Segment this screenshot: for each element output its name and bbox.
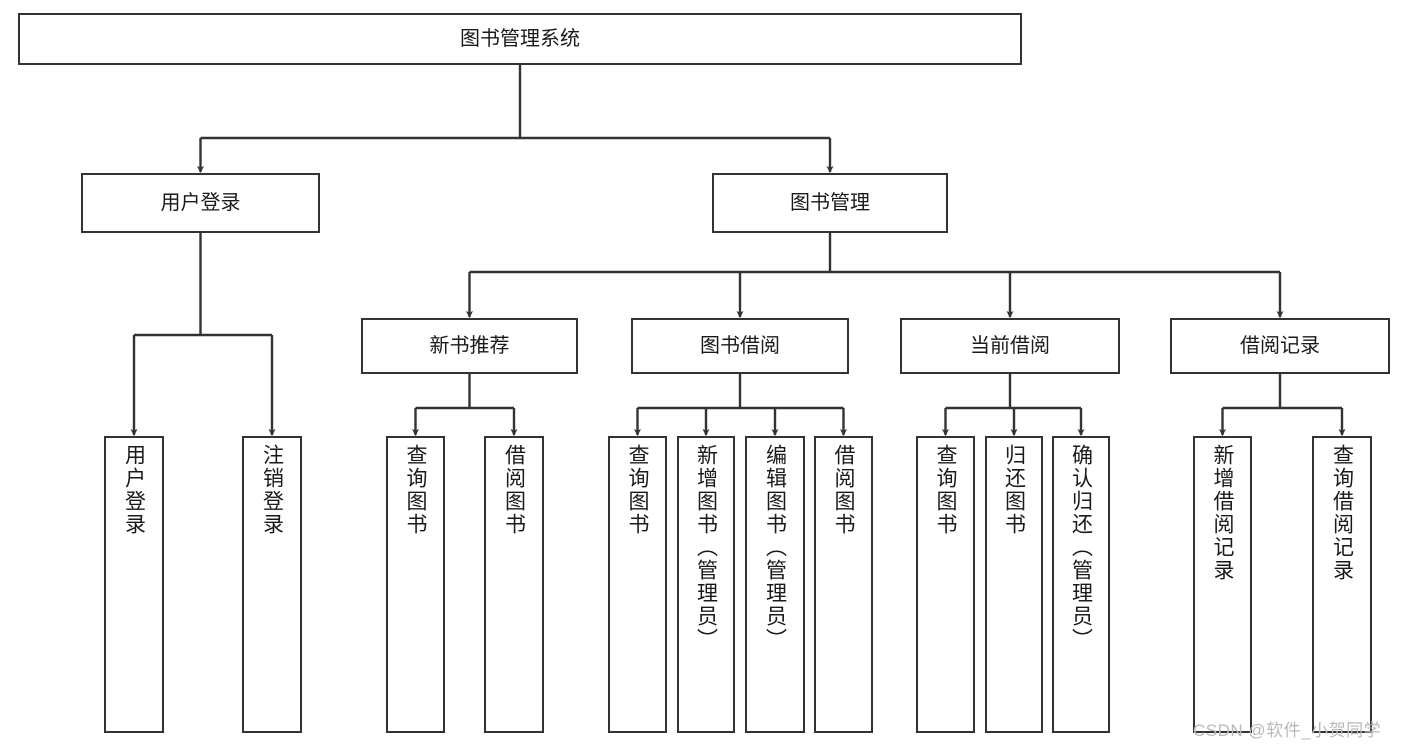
node-leaf-edit-book[interactable]: 编辑图书（管理员） [745,436,805,733]
node-label-leaf-confirm-return: 确认归还（管理员） [1069,444,1093,651]
node-label-leaf-query-book-borrow: 查询图书 [626,444,649,536]
node-label-book-borrow: 图书借阅 [700,334,780,357]
node-leaf-user-login[interactable]: 用户登录 [104,436,164,733]
node-label-leaf-edit-book: 编辑图书（管理员） [763,444,787,651]
node-leaf-query-book-borrow[interactable]: 查询图书 [608,436,667,733]
node-label-new-book-recommend: 新书推荐 [429,334,510,357]
node-label-leaf-add-record: 新增借阅记录 [1211,444,1234,582]
node-leaf-query-book-rec[interactable]: 查询图书 [386,436,445,733]
node-label-book-manage: 图书管理 [790,191,870,214]
node-label-root: 图书管理系统 [460,27,580,50]
node-leaf-logout[interactable]: 注销登录 [242,436,302,733]
node-label-leaf-add-book: 新增图书（管理员） [694,444,718,651]
node-label-leaf-logout: 注销登录 [260,444,284,536]
node-label-leaf-query-book-rec: 查询图书 [404,444,427,536]
node-label-leaf-user-login: 用户登录 [122,444,146,536]
node-root[interactable]: 图书管理系统 [18,13,1022,65]
node-leaf-add-record[interactable]: 新增借阅记录 [1193,436,1252,733]
node-leaf-borrow-book-rec[interactable]: 借阅图书 [484,436,544,733]
node-label-current-borrow: 当前借阅 [970,334,1050,357]
csdn-watermark: CSDN @软件_小贺同学 [1193,721,1382,740]
node-leaf-confirm-return[interactable]: 确认归还（管理员） [1052,436,1110,733]
node-label-leaf-borrow-book: 借阅图书 [832,444,855,536]
node-new-book-recommend[interactable]: 新书推荐 [361,318,578,374]
node-leaf-return-book[interactable]: 归还图书 [985,436,1043,733]
node-leaf-add-book[interactable]: 新增图书（管理员） [677,436,735,733]
node-label-leaf-return-book: 归还图书 [1002,444,1026,536]
node-user-login[interactable]: 用户登录 [81,173,320,233]
node-borrow-record[interactable]: 借阅记录 [1170,318,1390,374]
node-current-borrow[interactable]: 当前借阅 [900,318,1120,374]
node-label-leaf-query-record: 查询借阅记录 [1330,444,1354,582]
node-book-manage[interactable]: 图书管理 [712,173,948,233]
node-leaf-query-book-cur[interactable]: 查询图书 [916,436,975,733]
node-label-leaf-borrow-book-rec: 借阅图书 [502,444,526,536]
node-label-borrow-record: 借阅记录 [1240,334,1320,357]
node-leaf-borrow-book[interactable]: 借阅图书 [814,436,873,733]
node-leaf-query-record[interactable]: 查询借阅记录 [1312,436,1372,733]
node-label-leaf-query-book-cur: 查询图书 [934,444,957,536]
node-book-borrow[interactable]: 图书借阅 [631,318,849,374]
node-label-user-login: 用户登录 [160,191,241,214]
